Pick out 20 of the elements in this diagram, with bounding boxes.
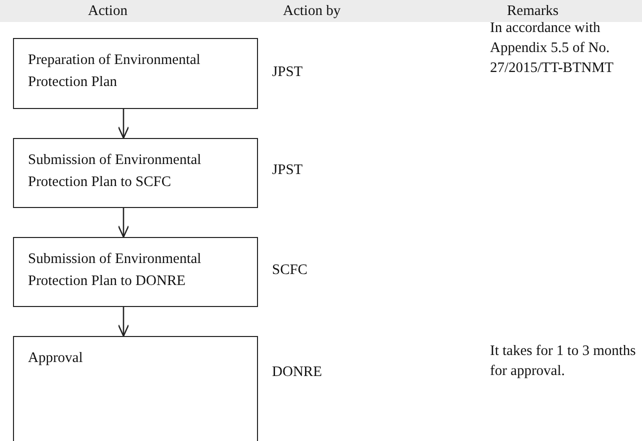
arrow — [118, 208, 130, 238]
column-header: Remarks — [507, 3, 559, 20]
process-box — [13, 38, 258, 109]
action-by-text: DONRE — [272, 363, 322, 382]
action-by-text: JPST — [272, 161, 303, 180]
remark-text: In accordance with Appendix 5.5 of No. 27/2015/TT-BTNMT — [490, 19, 615, 78]
step-text: Approval — [28, 349, 84, 368]
action-by-text: JPST — [272, 63, 303, 82]
process-box — [13, 237, 258, 307]
step-text: Submission of Environmental Protection Plan to DONRE — [28, 250, 202, 291]
arrow — [118, 109, 130, 139]
remark-text: It takes for 1 to 3 months for approval. — [490, 342, 637, 381]
step-text: Preparation of Environmental Protection Plan — [28, 51, 202, 92]
column-header: Action — [88, 3, 128, 20]
step-text: Submission of Environmental Protection Plan to SCFC — [28, 151, 202, 192]
column-header: Action by — [283, 3, 341, 20]
process-box — [13, 336, 258, 441]
process-box — [13, 138, 258, 208]
action-by-text: SCFC — [272, 261, 308, 280]
arrow — [118, 307, 130, 337]
